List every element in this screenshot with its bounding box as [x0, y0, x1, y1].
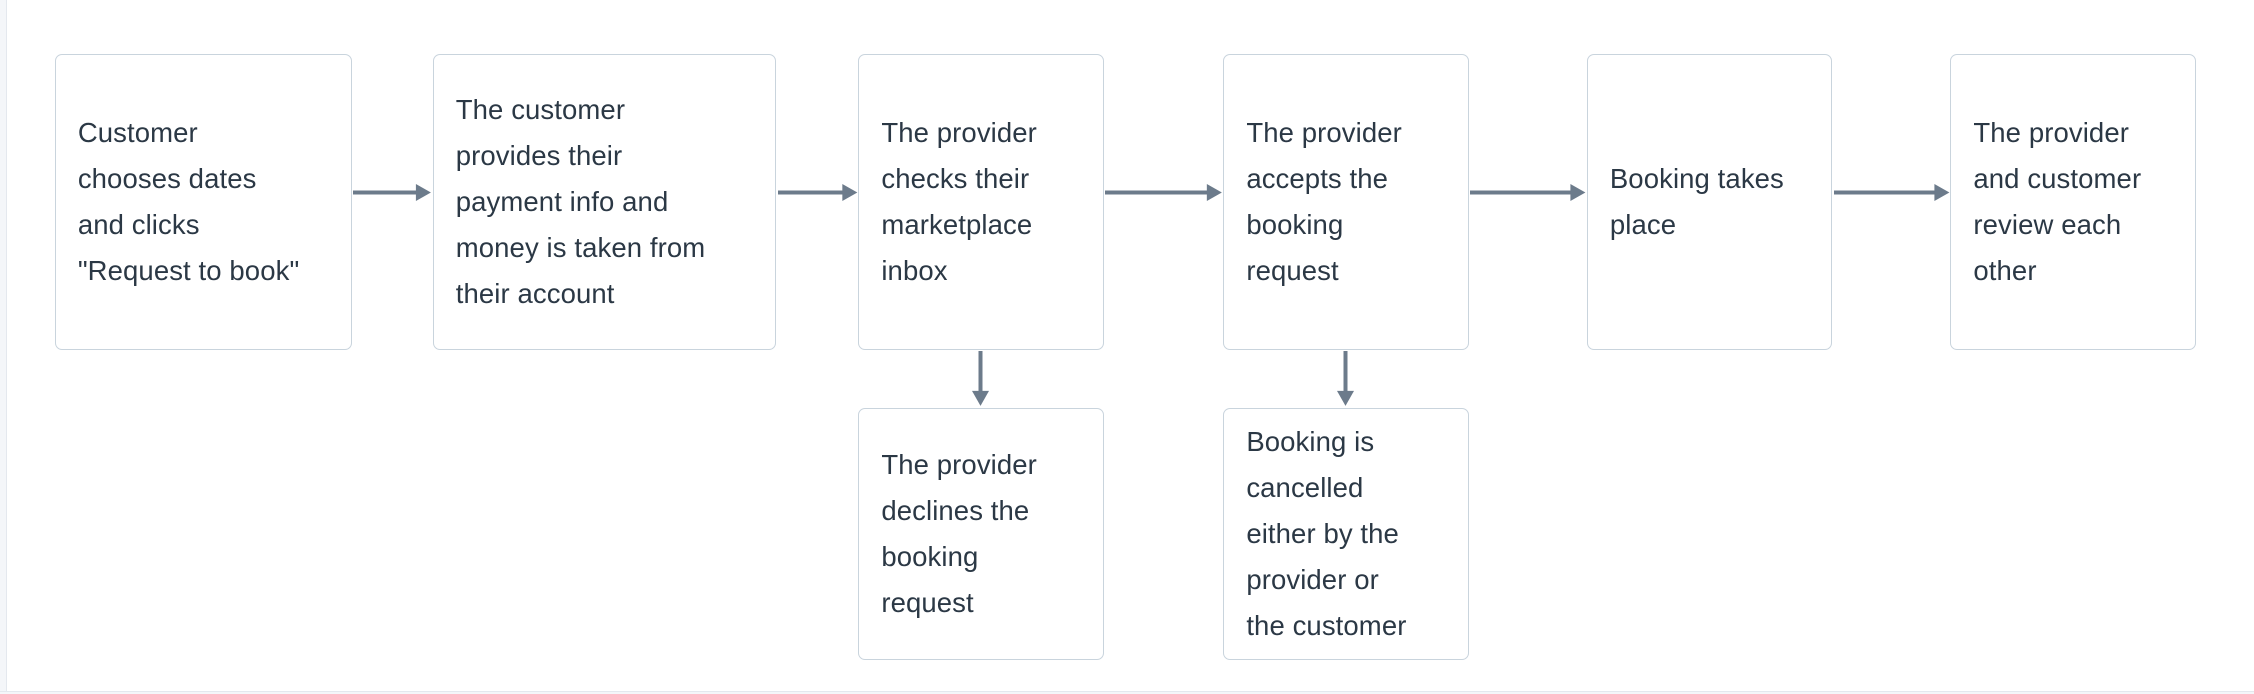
page-frame-bottom-edge	[0, 691, 2254, 694]
flow-node-label: Booking is cancelled either by the provi…	[1246, 425, 1407, 641]
flow-node-n5: Booking takes place	[1586, 54, 1833, 350]
flow-node-n8: Booking is cancelled either by the provi…	[1223, 407, 1469, 661]
flow-node-n2: The customer provides their payment info…	[432, 54, 777, 350]
flow-arrow-e5	[1833, 184, 1949, 202]
flow-arrow-e1	[353, 184, 432, 202]
flow-node-label: Booking takes place	[1609, 163, 1784, 241]
flow-node-label: The provider accepts the booking request	[1246, 117, 1402, 287]
flow-node-n7: The provider declines the booking reques…	[858, 407, 1104, 661]
flow-arrow-e2	[777, 184, 857, 202]
flow-arrow-e4	[1470, 184, 1586, 202]
flow-arrow-e6	[972, 351, 990, 407]
flow-node-label: Customer chooses dates and clicks "Reque…	[77, 117, 300, 287]
flow-node-n6: The provider and customer review each ot…	[1950, 54, 2196, 350]
page-frame-left-edge	[0, 0, 7, 694]
flow-node-n1: Customer chooses dates and clicks "Reque…	[54, 54, 352, 350]
flow-node-label: The customer provides their payment info…	[455, 94, 706, 310]
flow-node-n3: The provider checks their marketplace in…	[858, 54, 1104, 350]
flow-arrow-e3	[1105, 184, 1222, 202]
flow-node-label: The provider and customer review each ot…	[1973, 117, 2142, 287]
flow-node-label: The provider checks their marketplace in…	[881, 117, 1037, 287]
flow-node-n4: The provider accepts the booking request	[1223, 54, 1469, 350]
flow-arrow-e7	[1337, 351, 1355, 407]
flow-node-label: The provider declines the booking reques…	[881, 448, 1037, 618]
